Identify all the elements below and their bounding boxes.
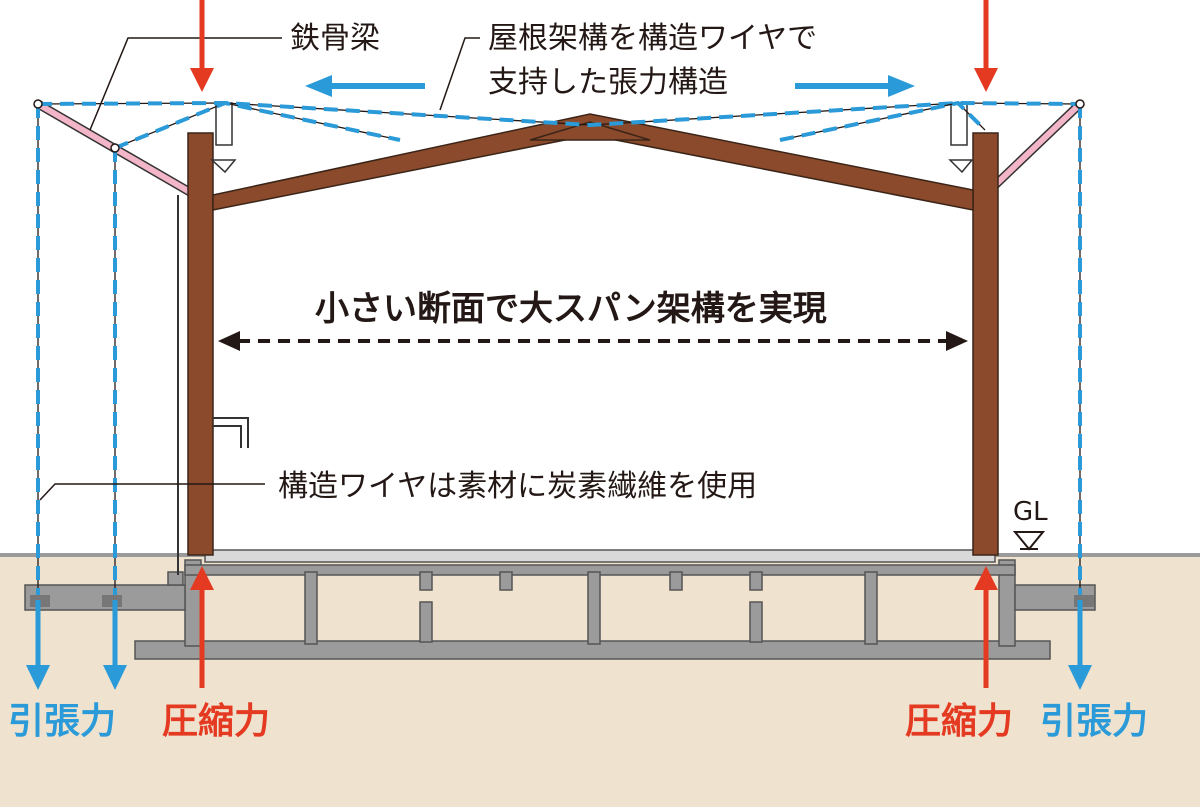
leader-lines — [39, 37, 480, 501]
tension-structure-label-line1: 屋根架構を構造ワイヤで — [488, 21, 817, 56]
horizontal-tension-arrows — [305, 75, 915, 97]
strut-brackets — [210, 102, 974, 174]
bottom-tension-arrows — [26, 600, 1092, 690]
right-column — [972, 132, 999, 556]
foundation — [24, 559, 1096, 660]
floor-slab — [204, 549, 996, 563]
structural-wires — [36, 100, 1082, 595]
gl-label: GL — [1013, 497, 1048, 527]
pipe-detail — [177, 195, 249, 575]
tension-label-right: 引張力 — [1040, 701, 1148, 742]
tension-label-left: 引張力 — [8, 701, 116, 742]
left-column — [187, 132, 214, 556]
large-span-label: 小さい断面で大スパン架構を実現 — [315, 289, 827, 329]
tension-structure-label-line2: 支持した張力構造 — [488, 65, 728, 100]
bottom-compression-arrows — [190, 566, 998, 688]
steel-beam-label: 鉄骨梁 — [290, 21, 380, 56]
top-compression-arrows — [190, 0, 998, 92]
span-arrow — [218, 331, 968, 351]
wire-nodes — [33, 99, 1085, 153]
wire-material-label: 構造ワイヤは素材に炭素繊維を使用 — [278, 469, 757, 504]
compression-label-left: 圧縮力 — [162, 701, 270, 742]
compression-label-right: 圧縮力 — [905, 701, 1013, 742]
gl-marker: GL — [1012, 497, 1048, 551]
ridge — [529, 121, 651, 141]
